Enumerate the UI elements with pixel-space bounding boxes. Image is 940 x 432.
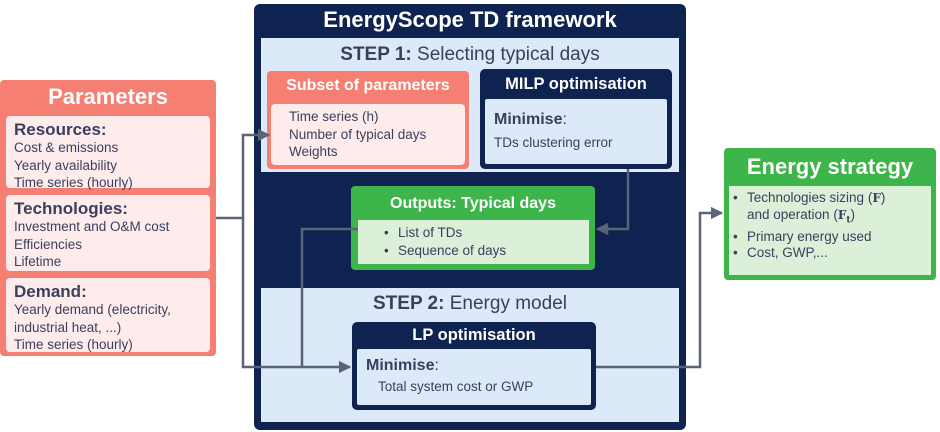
demand-card: Demand: Yearly demand (electricity, indu…: [6, 278, 210, 352]
step2-title: STEP 2: Energy model: [261, 293, 679, 315]
strategy-item: Cost, GWP,...: [733, 245, 929, 262]
strategy-sizing-close: ): [880, 190, 886, 205]
strategy-item: Primary energy used: [733, 229, 929, 246]
strategy-title: Energy strategy: [746, 154, 914, 179]
strategy-operation-text: and operation (: [747, 206, 838, 222]
milp-title: MILP optimisation: [505, 75, 647, 93]
strategy-item-sizing: Technologies sizing (F): [733, 190, 929, 207]
milp-minimise-word: Minimise: [494, 111, 563, 128]
demand-line: Time series (hourly): [14, 337, 133, 352]
subset-content: Time series (h) Number of typical days W…: [271, 104, 465, 165]
arrow-params-to-subset: [216, 128, 271, 220]
demand-line: industrial heat, ...): [14, 319, 122, 335]
strategy-operation-close: ): [850, 206, 856, 222]
step2-label: STEP 2:: [373, 293, 445, 314]
step1-name: Selecting typical days: [417, 44, 600, 65]
milp-colon: :: [562, 111, 567, 128]
subset-line: Time series (h): [289, 109, 379, 124]
outputs-item: Sequence of days: [384, 242, 589, 260]
subset-line: Number of typical days: [289, 126, 427, 142]
milp-content: Minimise: TDs clustering error: [485, 99, 667, 164]
outputs-title: Outputs: Typical days: [390, 195, 556, 212]
milp-minimise-label: Minimise:: [494, 111, 567, 129]
resources-line: Cost & emissions: [14, 140, 119, 155]
technologies-line: Lifetime: [14, 254, 62, 269]
step1-title: STEP 1: Selecting typical days: [261, 44, 679, 66]
step1-label: STEP 1:: [340, 44, 412, 65]
technologies-line: Efficiencies: [14, 236, 83, 252]
arrow-outputs-to-lp: [300, 227, 358, 367]
lp-objective: Total system cost or GWP: [378, 379, 534, 394]
technologies-card: Technologies: Investment and O&M cost Ef…: [6, 195, 210, 271]
strategy-content: Technologies sizing (F) and operation (F…: [729, 186, 931, 275]
arrow-params-to-lp: [241, 218, 352, 374]
strategy-sizing-text: Technologies sizing (: [747, 190, 873, 205]
resources-card: Resources: Cost & emissions Yearly avail…: [6, 116, 210, 190]
strategy-item-operation: and operation (Ft): [733, 207, 929, 229]
resources-heading: Resources:: [14, 120, 107, 139]
symbol-ft: F: [837, 207, 847, 222]
lp-minimise-word: Minimise: [366, 357, 435, 374]
subset-title: Subset of parameters: [286, 77, 450, 94]
demand-heading: Demand:: [14, 282, 87, 301]
symbol-f: F: [872, 191, 881, 205]
technologies-line: Investment and O&M cost: [14, 219, 170, 234]
subset-line: Weights: [289, 144, 338, 159]
parameters-title: Parameters: [48, 84, 168, 109]
symbol-ft-subscript: t: [846, 215, 851, 226]
arrow-lp-to-strategy: [596, 206, 724, 369]
outputs-content: List of TDs Sequence of days: [358, 220, 589, 264]
technologies-heading: Technologies:: [14, 199, 128, 218]
milp-objective: TDs clustering error: [494, 135, 613, 150]
lp-content: Minimise: Total system cost or GWP: [357, 349, 591, 405]
step2-name: Energy model: [449, 293, 567, 314]
resources-line: Time series (hourly): [14, 175, 133, 190]
framework-title: EnergyScope TD framework: [323, 7, 617, 32]
arrow-milp-to-outputs: [595, 169, 630, 236]
resources-line: Yearly availability: [14, 157, 118, 173]
outputs-item: List of TDs: [384, 224, 589, 242]
lp-title: LP optimisation: [412, 326, 536, 344]
demand-line: Yearly demand (electricity,: [14, 302, 171, 317]
lp-minimise-label: Minimise:: [366, 357, 439, 375]
lp-colon: :: [434, 357, 439, 374]
